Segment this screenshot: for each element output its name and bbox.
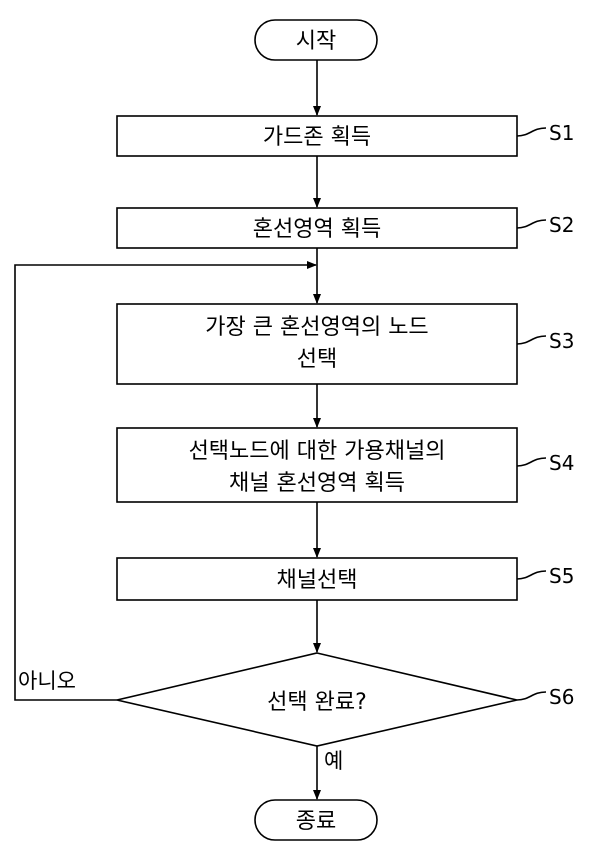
step-s2-box [116, 207, 518, 249]
step-s1-box [116, 115, 518, 157]
yes-label: 예 [324, 749, 343, 773]
leader-s1 [516, 127, 547, 137]
step-s2-text: 혼선영역 획득 [253, 217, 381, 242]
step-s5-text: 채널선택 [277, 568, 358, 593]
start-terminal [254, 19, 378, 61]
leader-s5 [516, 570, 547, 580]
step-s4-text-line2: 채널 혼선영역 획득 [229, 471, 405, 496]
step-id-s3: S3 [549, 329, 574, 353]
leader-s2 [516, 219, 547, 229]
step-s3-box [116, 303, 518, 385]
step-s1-text: 가드존 획득 [263, 125, 371, 150]
no-label: 아니오 [18, 669, 76, 693]
decision-s6-text: 선택 완료? [267, 690, 367, 715]
loop-back-line [14, 261, 317, 701]
leader-s4 [516, 457, 547, 467]
end-terminal [254, 799, 378, 841]
step-s4-text-line1: 선택노드에 대한 가용채널의 [189, 439, 446, 464]
step-id-s2: S2 [549, 213, 574, 237]
step-s3-text-line1: 가장 큰 혼선영역의 노드 [205, 315, 428, 340]
step-id-s5: S5 [549, 564, 574, 588]
leader-s6 [516, 691, 547, 701]
step-s3-text-line2: 선택 [297, 347, 337, 372]
step-id-s4: S4 [549, 451, 574, 475]
leader-s3 [516, 335, 547, 345]
end-label: 종료 [296, 809, 336, 834]
step-id-s6: S6 [549, 685, 574, 709]
step-id-s1: S1 [549, 121, 574, 145]
start-label: 시작 [296, 29, 336, 54]
